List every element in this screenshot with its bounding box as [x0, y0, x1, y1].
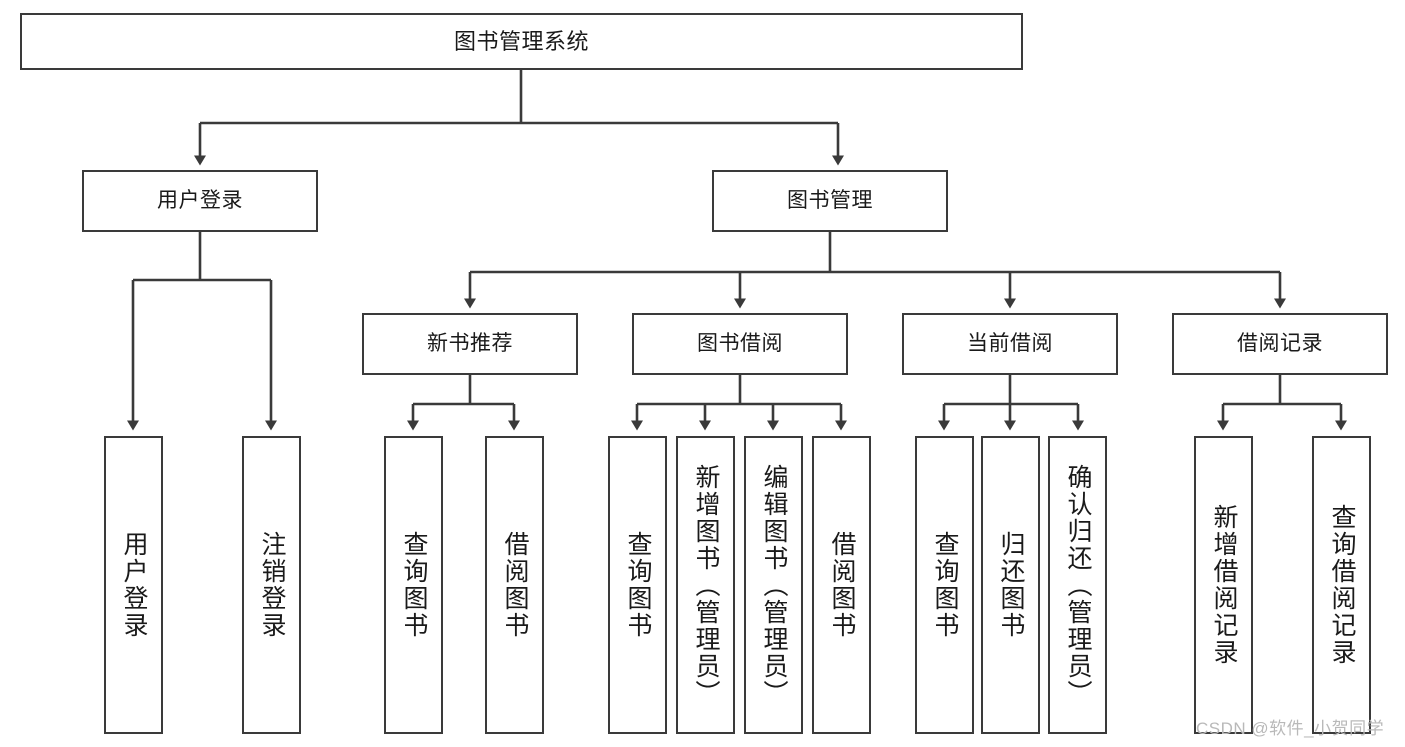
node-label: 用户登录	[120, 531, 148, 639]
node-label: 图书管理系统	[453, 28, 589, 54]
node-leaf-query-book-recommend[interactable]: 查询图书	[384, 436, 443, 734]
node-label: 用户登录	[157, 188, 243, 212]
node-label: 借阅记录	[1237, 331, 1323, 355]
node-leaf-query-book-current[interactable]: 查询图书	[915, 436, 974, 734]
node-leaf-add-borrow-record[interactable]: 新增借阅记录	[1194, 436, 1253, 734]
node-leaf-return-book[interactable]: 归还图书	[981, 436, 1040, 734]
node-leaf-add-book-admin[interactable]: 新增图书（管理员）	[676, 436, 735, 734]
node-submodule-book-borrow[interactable]: 图书借阅	[632, 313, 848, 375]
node-label: 归还图书	[997, 531, 1025, 639]
node-label: 图书借阅	[697, 331, 783, 355]
node-submodule-new-book-recommend[interactable]: 新书推荐	[362, 313, 578, 375]
node-leaf-query-borrow-record[interactable]: 查询借阅记录	[1312, 436, 1371, 734]
node-label: 借阅图书	[828, 531, 856, 639]
node-label: 当前借阅	[967, 331, 1053, 355]
node-label: 查询图书	[400, 531, 428, 639]
node-label: 图书管理	[787, 188, 873, 212]
node-label: 新书推荐	[427, 331, 513, 355]
node-label: 确认归还（管理员）	[1064, 463, 1092, 707]
node-root-system[interactable]: 图书管理系统	[20, 13, 1023, 70]
node-label: 查询图书	[624, 531, 652, 639]
node-module-user-login[interactable]: 用户登录	[82, 170, 318, 232]
node-submodule-borrow-record[interactable]: 借阅记录	[1172, 313, 1388, 375]
node-leaf-confirm-return-admin[interactable]: 确认归还（管理员）	[1048, 436, 1107, 734]
csdn-watermark: CSDN @软件_小贺同学	[1196, 719, 1385, 738]
node-label: 新增图书（管理员）	[692, 463, 720, 707]
node-label: 查询借阅记录	[1328, 504, 1356, 666]
node-label: 新增借阅记录	[1210, 504, 1238, 666]
node-leaf-query-book-borrow[interactable]: 查询图书	[608, 436, 667, 734]
node-label: 借阅图书	[501, 531, 529, 639]
node-leaf-borrow-book-recommend[interactable]: 借阅图书	[485, 436, 544, 734]
node-module-book-management[interactable]: 图书管理	[712, 170, 948, 232]
node-leaf-logout[interactable]: 注销登录	[242, 436, 301, 734]
node-label: 查询图书	[931, 531, 959, 639]
node-leaf-user-login[interactable]: 用户登录	[104, 436, 163, 734]
node-submodule-current-borrow[interactable]: 当前借阅	[902, 313, 1118, 375]
node-leaf-borrow-book[interactable]: 借阅图书	[812, 436, 871, 734]
node-label: 注销登录	[258, 531, 286, 639]
node-leaf-edit-book-admin[interactable]: 编辑图书（管理员）	[744, 436, 803, 734]
node-label: 编辑图书（管理员）	[760, 463, 788, 707]
